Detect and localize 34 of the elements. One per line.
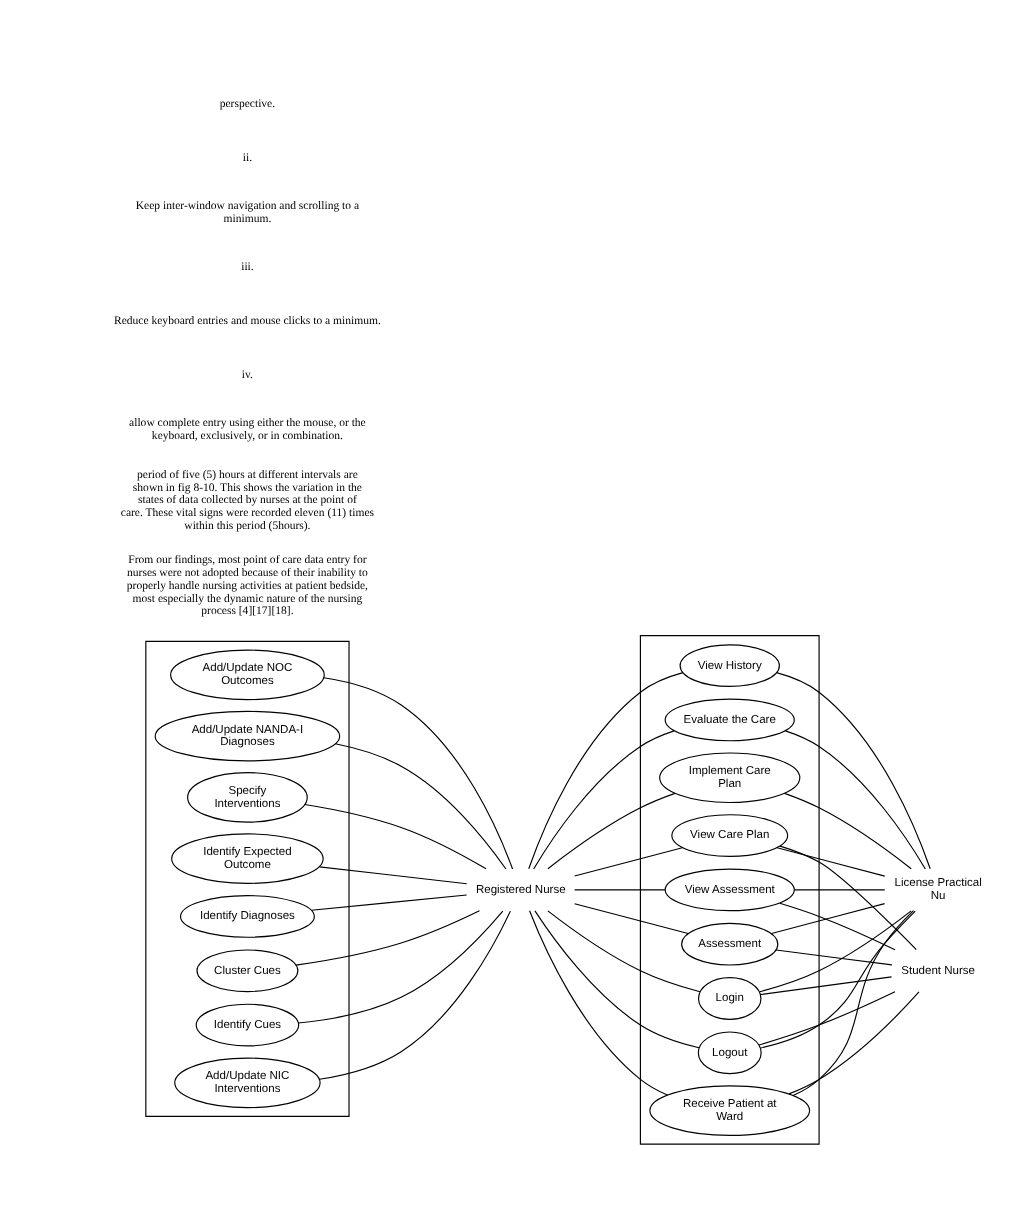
connector: [793, 889, 886, 891]
connector: [788, 991, 920, 1095]
connector: [574, 903, 689, 935]
connector: [758, 910, 912, 993]
connector: [758, 991, 896, 1046]
connector: [318, 910, 511, 1080]
connector: [574, 847, 683, 877]
connector: [533, 730, 675, 870]
connector: [779, 845, 917, 951]
connector: [534, 910, 700, 1049]
connector: [334, 743, 507, 870]
connector: [318, 866, 468, 885]
connector: [310, 894, 468, 911]
connector: [759, 976, 893, 996]
connector: [574, 889, 666, 891]
connector: [776, 847, 886, 877]
cluster: [145, 640, 350, 1117]
connector: [528, 910, 668, 1096]
connector: [295, 910, 481, 966]
connector: [792, 910, 915, 1097]
connector: [775, 949, 893, 966]
connector: [547, 910, 701, 993]
connector: [760, 910, 916, 1049]
connector: [779, 902, 896, 951]
connector: [547, 792, 676, 870]
connector: [784, 730, 926, 870]
connector: [771, 903, 886, 935]
connector: [304, 803, 487, 870]
connector: [323, 677, 514, 870]
connector: [297, 910, 504, 1024]
connector: [775, 672, 931, 870]
cluster: [639, 635, 820, 1145]
connector: [528, 672, 684, 870]
connector: [784, 792, 912, 870]
